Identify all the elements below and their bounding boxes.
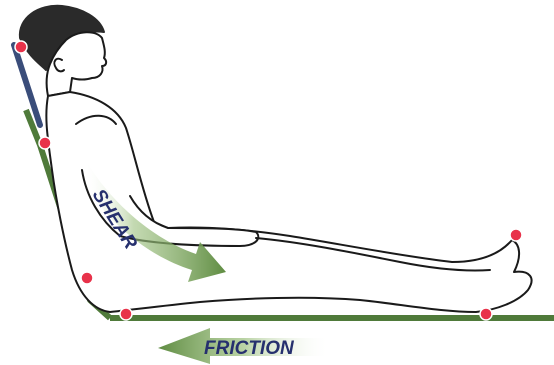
pressure-point-sacrum	[120, 308, 132, 320]
pressure-point-heel	[480, 308, 492, 320]
friction-label: FRICTION	[204, 338, 295, 359]
pressure-point-upper-back	[39, 137, 51, 149]
pressure-point-lower-back	[81, 272, 93, 284]
pressure-point-head	[15, 41, 27, 53]
pressure-point-toes	[510, 229, 522, 241]
seated-person	[20, 6, 532, 312]
friction-arrow: FRICTION	[158, 328, 330, 364]
